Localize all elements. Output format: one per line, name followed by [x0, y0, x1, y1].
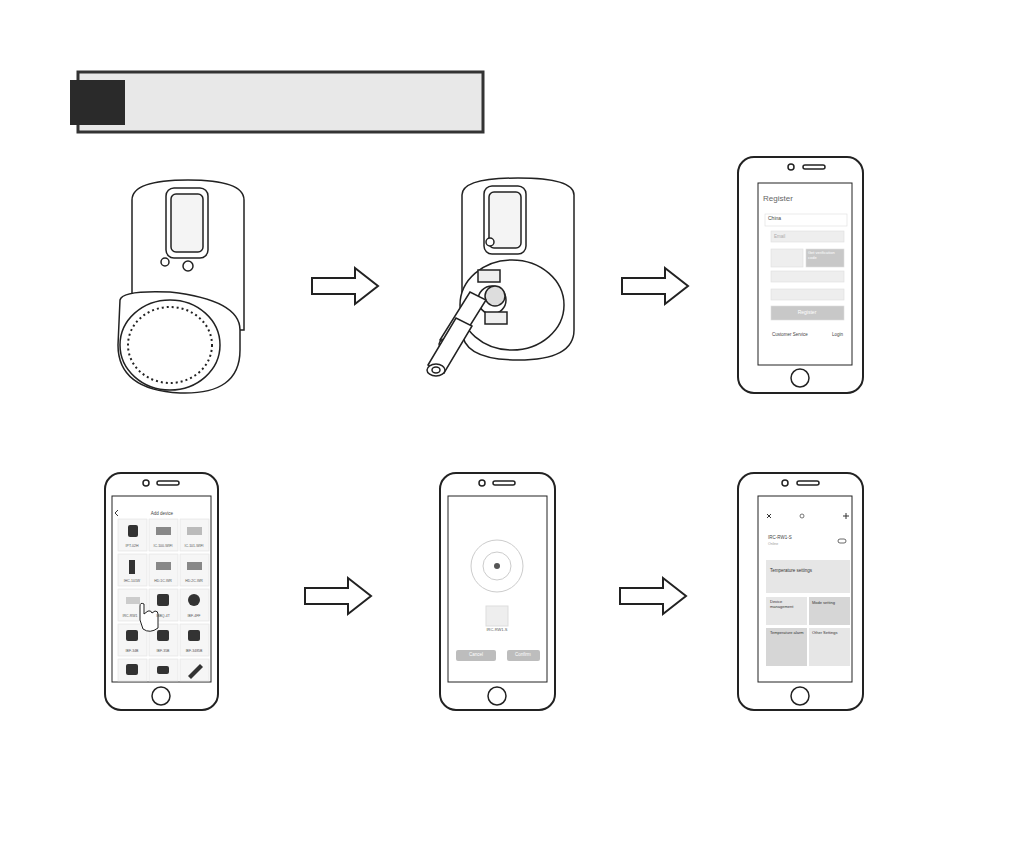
screen-text: Device management — [770, 600, 804, 609]
screen-text: IBF-35B — [157, 649, 170, 653]
screen-text: IC-100-WIFI — [153, 544, 172, 548]
screen-text: Register — [798, 310, 817, 316]
screen-text: Cancel — [469, 652, 483, 657]
screen-text: IBF-3485B — [186, 649, 203, 653]
screen-text: IRC-RW1-S — [486, 628, 507, 633]
screen-text: Customer Service — [772, 332, 808, 337]
screen-text: HD-1C-WR — [154, 579, 172, 583]
screen-text: HD-2C-WR — [185, 579, 203, 583]
screen-text: IRC-RW1-S — [768, 535, 792, 540]
screen-text: IC-101-WIFI — [184, 544, 203, 548]
screen-text: Online — [768, 542, 778, 546]
screen-text: IBF-4FF — [188, 614, 201, 618]
screen-text: Get verification code — [808, 251, 842, 260]
screen-text: IHC-101W — [124, 579, 140, 583]
screen-text: Temperature settings — [770, 568, 812, 573]
screen-text: Temperature alarm — [770, 631, 804, 636]
screen-text: China — [768, 216, 781, 222]
screen-text: Other Settings — [812, 631, 838, 636]
screen-text: Confirm — [515, 652, 531, 657]
screen-text: Email — [774, 234, 785, 239]
screen-text: IPT-02H — [126, 544, 139, 548]
screen-text: IRC-RW1 — [123, 614, 138, 618]
screen-text: IBF-34B — [126, 649, 139, 653]
screen-text: Register — [763, 194, 793, 203]
screen-text: Login — [832, 332, 843, 337]
screen-text: Add device — [151, 511, 173, 516]
screen-text: IBBQ-4T — [156, 614, 170, 618]
screen-text: Mode setting — [812, 601, 835, 606]
